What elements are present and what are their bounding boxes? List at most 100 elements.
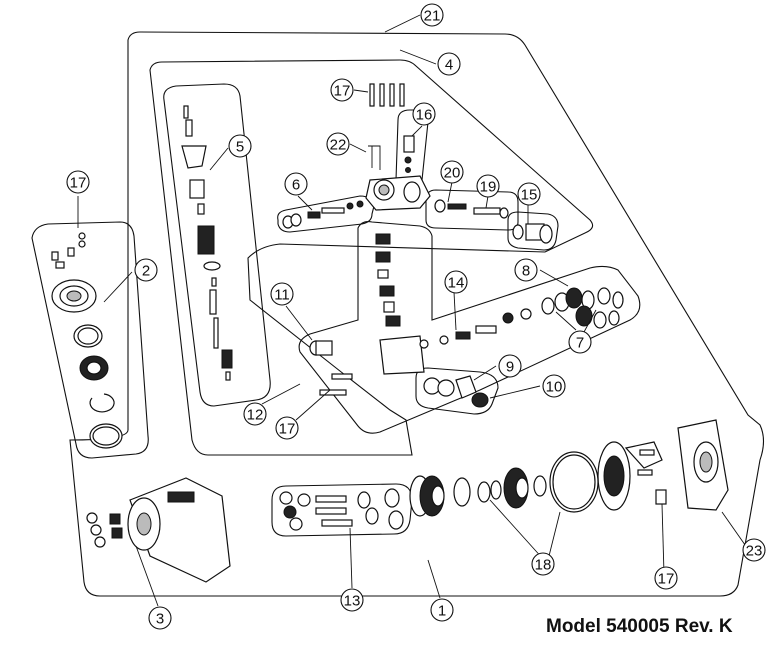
leader-3 — [135, 545, 159, 607]
callout-11: 11 — [270, 282, 294, 306]
manifold-assembly — [365, 135, 431, 211]
callout-7: 7 — [568, 330, 592, 354]
part-17-top-bolts — [369, 83, 405, 107]
outline-group-5 — [163, 83, 271, 407]
leader-6 — [297, 195, 313, 211]
leader-12 — [261, 383, 301, 405]
callout-21: 21 — [420, 3, 444, 27]
outline-group-valve — [298, 221, 641, 434]
svg-text:23: 23 — [746, 543, 763, 560]
svg-text:17: 17 — [334, 83, 351, 100]
callout-9: 9 — [498, 354, 522, 378]
svg-text:7: 7 — [576, 335, 584, 352]
svg-text:15: 15 — [521, 187, 538, 204]
part-11-12 — [309, 340, 353, 396]
outline-group-20-19-15 — [425, 189, 519, 231]
callout-13: 13 — [340, 588, 364, 612]
leader-10 — [489, 385, 541, 399]
part-14-row — [419, 308, 532, 349]
leader-17-mid — [295, 389, 331, 421]
part-drawings — [51, 83, 729, 583]
outline-group-2 — [31, 221, 149, 459]
leader-5 — [209, 147, 229, 171]
svg-text:4: 4 — [445, 57, 453, 74]
callout-14: 14 — [444, 270, 468, 294]
callout-20: 20 — [440, 160, 464, 184]
callout-1: 1 — [430, 598, 454, 622]
svg-text:11: 11 — [274, 287, 290, 304]
svg-text:3: 3 — [156, 611, 164, 628]
leader-2 — [103, 271, 133, 303]
leader-17-top — [353, 89, 369, 93]
svg-text:10: 10 — [546, 379, 563, 396]
callout-17-top: 17 — [330, 78, 354, 102]
leader-22 — [349, 143, 367, 153]
crank-seals — [409, 451, 599, 517]
part-2-assembly — [51, 232, 123, 449]
callout-3: 3 — [148, 606, 172, 630]
callout-8: 8 — [514, 258, 538, 282]
outline-group-4 — [149, 59, 594, 456]
callout-10: 10 — [542, 374, 566, 398]
svg-text:19: 19 — [480, 179, 497, 196]
outline-group-6 — [277, 195, 375, 233]
leader-11 — [285, 305, 313, 341]
svg-text:9: 9 — [506, 359, 514, 376]
part-15-assembly — [512, 223, 553, 244]
svg-text:12: 12 — [247, 407, 264, 424]
svg-text:6: 6 — [292, 177, 300, 194]
callout-12: 12 — [243, 402, 267, 426]
leader-4 — [399, 49, 437, 65]
callout-22: 22 — [326, 132, 350, 156]
callout-18: 18 — [531, 552, 555, 576]
part-13-pistons — [279, 488, 404, 531]
callout-23: 23 — [742, 538, 766, 562]
svg-text:8: 8 — [522, 263, 530, 280]
outline-group-21 — [69, 31, 765, 597]
svg-text:22: 22 — [330, 137, 347, 154]
leader-16 — [411, 125, 423, 137]
callout-17-right: 17 — [654, 566, 678, 590]
part-9-10 — [423, 375, 489, 408]
callouts: 1 2 3 4 5 6 7 8 9 10 11 12 13 14 15 16 1… — [66, 3, 766, 630]
callout-16: 16 — [412, 102, 436, 126]
leader-19 — [485, 195, 489, 209]
callout-4: 4 — [437, 52, 461, 76]
svg-text:2: 2 — [142, 263, 150, 280]
svg-text:1: 1 — [438, 603, 446, 620]
svg-text:17: 17 — [70, 175, 87, 192]
leader-8 — [539, 269, 569, 287]
leader-9 — [473, 365, 497, 381]
group-outlines — [31, 31, 765, 597]
callout-2: 2 — [134, 258, 158, 282]
valve-stack — [375, 233, 425, 375]
svg-text:21: 21 — [424, 8, 441, 25]
callout-19: 19 — [476, 174, 500, 198]
outline-group-13 — [271, 483, 413, 537]
svg-text:5: 5 — [236, 139, 244, 156]
part-23-plate — [597, 419, 729, 511]
part-5-assembly — [181, 105, 233, 381]
leader-17-right — [661, 503, 665, 575]
svg-text:14: 14 — [448, 275, 465, 292]
model-label: Model 540005 Rev. K — [546, 616, 733, 637]
leader-18 — [489, 499, 561, 561]
svg-text:17: 17 — [658, 571, 675, 588]
leader-1 — [427, 559, 441, 599]
part-20-19-assembly — [434, 199, 509, 219]
part-3-housing — [86, 477, 231, 583]
outline-group-15 — [507, 211, 559, 251]
part-6-assembly — [282, 200, 364, 229]
svg-text:16: 16 — [416, 107, 433, 124]
leader-20 — [447, 181, 453, 203]
part-22-clip — [368, 145, 381, 170]
leader-7 — [555, 309, 597, 333]
svg-text:20: 20 — [444, 165, 461, 182]
callout-17-mid: 17 — [275, 416, 299, 440]
svg-text:17: 17 — [279, 421, 296, 438]
leader-21 — [384, 14, 421, 33]
callout-6: 6 — [284, 172, 308, 196]
svg-text:18: 18 — [535, 557, 552, 574]
callout-17-left: 17 — [66, 170, 90, 194]
callout-15: 15 — [517, 182, 541, 206]
